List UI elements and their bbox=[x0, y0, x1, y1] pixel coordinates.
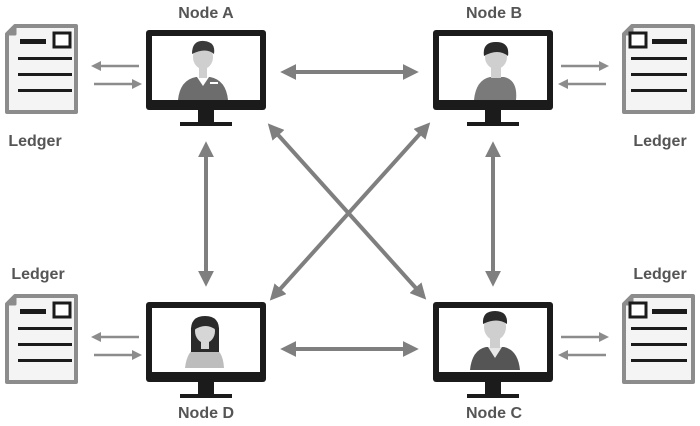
arrows-ledger-b bbox=[558, 61, 609, 89]
node-c: Node C bbox=[433, 302, 553, 422]
node-b: Node B bbox=[433, 5, 553, 126]
ledger-a-document-icon bbox=[5, 24, 78, 114]
node-c-person-icon bbox=[470, 311, 520, 370]
ledger-c-document-icon bbox=[622, 294, 695, 384]
ledger-a-label: Ledger bbox=[8, 133, 61, 150]
node-b-person-icon bbox=[474, 42, 517, 100]
ledger-c: Ledger bbox=[622, 266, 695, 384]
node-a-label: Node A bbox=[178, 5, 234, 22]
ledger-c-label: Ledger bbox=[633, 266, 686, 283]
ledger-b-document-icon bbox=[622, 24, 695, 114]
node-d-person-icon bbox=[185, 316, 224, 368]
ledger-b-label: Ledger bbox=[633, 133, 686, 150]
ledger-d: Ledger bbox=[5, 266, 78, 384]
ledger-d-document-icon bbox=[5, 294, 78, 384]
arrows-ledger-c bbox=[558, 332, 609, 360]
ledger-a: Ledger bbox=[5, 24, 78, 150]
node-d: Node D bbox=[146, 302, 266, 422]
arrows-ledger-a bbox=[91, 61, 142, 89]
ledger-d-label: Ledger bbox=[11, 266, 64, 283]
arrow-a-c bbox=[267, 123, 427, 300]
node-c-label: Node C bbox=[466, 405, 522, 422]
ledger-b: Ledger bbox=[622, 24, 695, 150]
arrows-ledger-d bbox=[91, 332, 142, 360]
node-a-person-icon bbox=[178, 40, 228, 100]
arrow-b-d bbox=[269, 122, 431, 301]
node-d-label: Node D bbox=[178, 405, 234, 422]
node-a: Node A bbox=[146, 5, 266, 126]
node-b-label: Node B bbox=[466, 5, 522, 22]
